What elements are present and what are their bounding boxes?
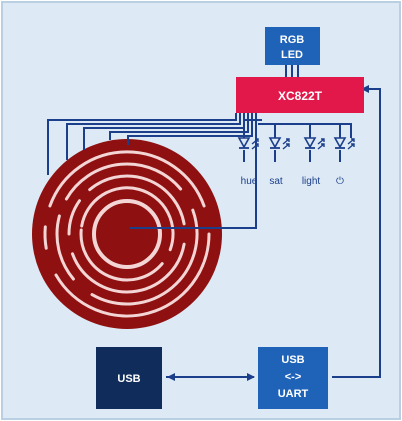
- wheel-arc-segment: [54, 232, 211, 318]
- led-label-power: ⏻: [336, 176, 344, 187]
- wheel-arc-segment: [48, 150, 206, 208]
- rgb-led-block: RGB LED: [265, 27, 320, 65]
- bridge-line3: UART: [278, 388, 309, 400]
- led-symbol-icon: [237, 137, 259, 150]
- led-labels: hue sat light ⏻: [241, 176, 344, 187]
- wheel-arc-segment: [64, 162, 183, 201]
- led-symbol-icon: [268, 137, 290, 150]
- wheel-arc-segment: [71, 242, 186, 294]
- wheel-arc-segment: [90, 208, 199, 306]
- bridge-line2: <->: [285, 371, 302, 383]
- touch-wheel: [32, 139, 222, 329]
- rgb-led-line2: LED: [281, 49, 303, 61]
- wheel-arc-tracks: [43, 150, 211, 318]
- mcu-label: XC822T: [278, 89, 323, 103]
- wheel-arc-segment: [67, 199, 81, 236]
- usb-uart-bridge-block: USB <-> UART: [258, 347, 328, 409]
- wiring: [47, 64, 381, 381]
- wheel-arc-segment: [43, 225, 48, 250]
- mcu-chip: XC822T: [236, 77, 364, 113]
- bridge-line1: USB: [281, 354, 304, 366]
- wheel-arc-segment: [55, 214, 75, 281]
- led-row: [237, 137, 355, 150]
- rgb-led-line1: RGB: [280, 34, 305, 46]
- wheel-arc-segment: [88, 174, 186, 226]
- led-label-hue: hue: [241, 176, 258, 187]
- led-label-sat: sat: [269, 176, 283, 187]
- wheel-arc-segment: [79, 228, 164, 282]
- usb-label: USB: [117, 373, 140, 385]
- usb-block: USB: [96, 347, 162, 409]
- led-symbol-icon: [303, 137, 325, 150]
- led-label-light: light: [302, 176, 321, 187]
- led-symbol-icon: [333, 137, 355, 150]
